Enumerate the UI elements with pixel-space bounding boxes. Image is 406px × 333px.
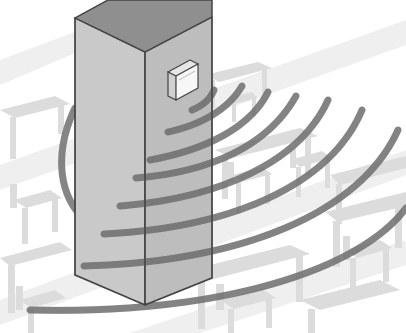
illustration-canvas	[0, 0, 406, 333]
access-point-illustration	[0, 0, 406, 333]
